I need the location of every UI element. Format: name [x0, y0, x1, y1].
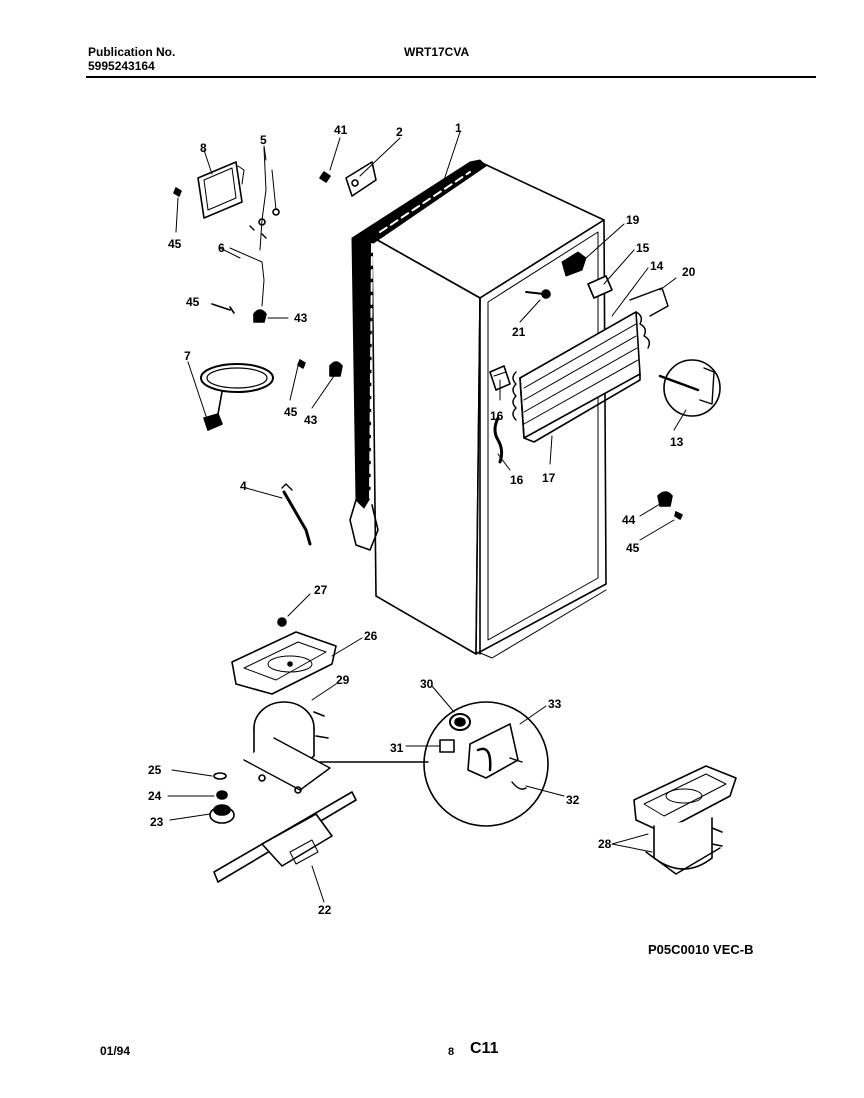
- callout-16: 16: [510, 473, 524, 487]
- page-code: C11: [470, 1040, 499, 1057]
- callout-45: 45: [626, 541, 640, 555]
- callout-16: 16: [490, 409, 504, 423]
- control-box: [197, 161, 245, 219]
- callout-44: 44: [622, 513, 636, 527]
- compressor-mounting-plate: [213, 791, 357, 883]
- callout-25: 25: [148, 763, 162, 777]
- callout-17: 17: [542, 471, 556, 485]
- callout-2: 2: [396, 125, 403, 139]
- callout-24: 24: [148, 789, 162, 803]
- callout-27: 27: [314, 583, 328, 597]
- callout-29: 29: [336, 673, 350, 687]
- alternate-compressor-assembly: [633, 765, 737, 875]
- callout-32: 32: [566, 793, 580, 807]
- detail-circle-relay: [423, 701, 549, 827]
- callout-22: 22: [318, 903, 332, 917]
- callout-14: 14: [650, 259, 664, 273]
- callout-45: 45: [186, 295, 200, 309]
- condenser-coil: [512, 311, 651, 443]
- hinge-bracket: [319, 161, 377, 197]
- callout-1: 1: [455, 121, 462, 135]
- compressor: [243, 701, 331, 794]
- callout-6: 6: [218, 241, 225, 255]
- callout-41: 41: [334, 123, 348, 137]
- header-rule: [86, 76, 816, 78]
- callout-45: 45: [284, 405, 298, 419]
- callout-23: 23: [150, 815, 164, 829]
- drawing-code: P05C0010 VEC-B: [648, 942, 754, 957]
- date-code: 01/94: [100, 1044, 131, 1058]
- callout-30: 30: [420, 677, 434, 691]
- publication-number: 5995243164: [88, 59, 155, 73]
- callout-8: 8: [200, 141, 207, 155]
- page-number: 8: [448, 1046, 455, 1058]
- publication-label: Publication No.: [88, 45, 176, 59]
- callout-4: 4: [240, 479, 247, 493]
- callout-45: 45: [168, 237, 182, 251]
- compressor-grommets: [209, 772, 235, 824]
- callout-5: 5: [260, 133, 267, 147]
- callout-19: 19: [626, 213, 640, 227]
- callout-7: 7: [184, 349, 191, 363]
- callout-31: 31: [390, 741, 404, 755]
- callout-43: 43: [304, 413, 318, 427]
- callout-26: 26: [364, 629, 378, 643]
- defrost-heater: [281, 483, 312, 546]
- callout-33: 33: [548, 697, 562, 711]
- model-number: WRT17CVA: [404, 45, 470, 59]
- callout-15: 15: [636, 241, 650, 255]
- callout-21: 21: [512, 325, 526, 339]
- drain-pan: [231, 631, 337, 695]
- door-gasket: [349, 159, 487, 551]
- power-cord: [200, 363, 274, 431]
- callout-20: 20: [682, 265, 696, 279]
- callout-28: 28: [598, 837, 612, 851]
- callout-13: 13: [670, 435, 684, 449]
- detail-circle-13: [658, 359, 721, 417]
- wire-harness: [229, 147, 280, 323]
- callout-43: 43: [294, 311, 308, 325]
